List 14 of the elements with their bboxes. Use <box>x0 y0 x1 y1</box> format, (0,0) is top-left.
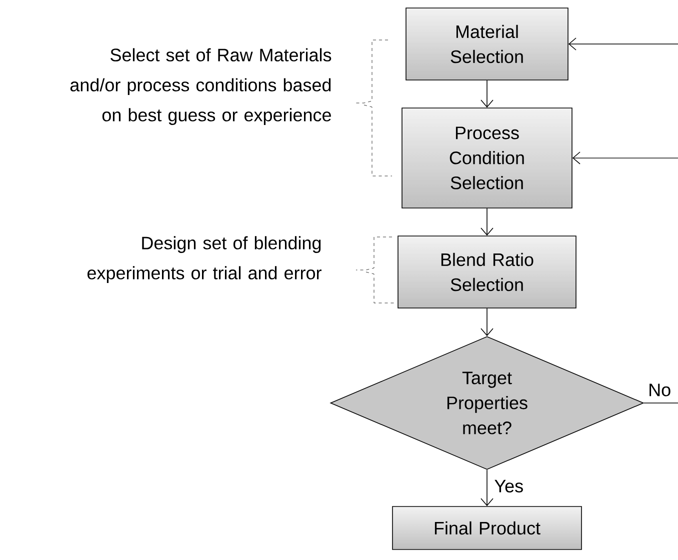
process-box: Final Product <box>392 506 582 550</box>
edge-label: No <box>650 384 670 396</box>
arrow <box>480 469 494 506</box>
arrow <box>572 152 678 164</box>
arrow <box>480 208 494 236</box>
process-box: Blend Ratio Selection <box>398 236 576 308</box>
process-box: Process Condition Selection <box>402 108 572 208</box>
annotation-text: Select set of Raw Materials and/or process conditions based on best guess or experience <box>70 48 332 125</box>
annotation-text: Design set of blending experiments or trial and error <box>88 236 322 283</box>
process-box: Material Selection <box>406 8 568 80</box>
arrow <box>480 308 494 336</box>
edge-label: Yes <box>494 480 523 492</box>
arrow <box>480 80 494 108</box>
arrow <box>568 38 678 50</box>
